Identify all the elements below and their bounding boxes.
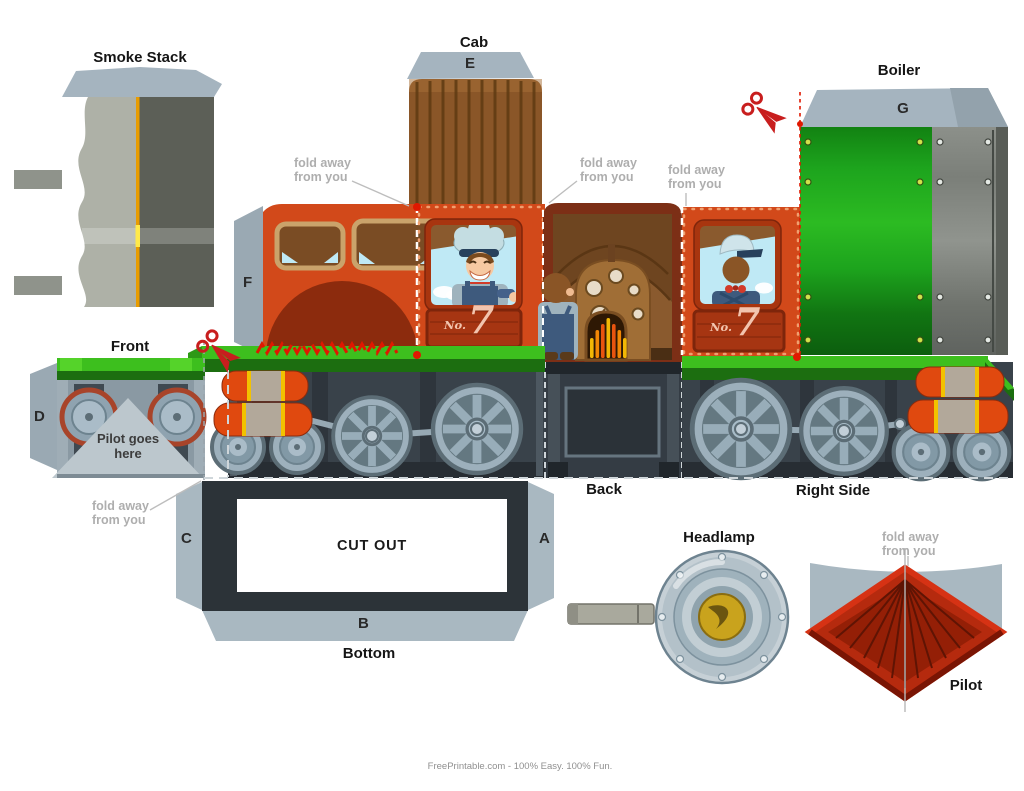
right-cab-panel xyxy=(680,206,800,356)
front-shape xyxy=(30,340,207,480)
cab-shape xyxy=(407,52,542,206)
cut-out-label: CUT OUT xyxy=(336,538,408,554)
cylinders-left xyxy=(213,370,313,437)
footer-credit: FreePrintable.com - 100% Easy. 100% Fun. xyxy=(427,761,613,772)
right-side-label: Right Side xyxy=(795,482,871,499)
fold-note-4: fold away from you xyxy=(92,499,149,527)
plate-left-prefix: No. xyxy=(444,318,466,332)
plate-left-number: 7 xyxy=(468,297,495,342)
cut-mark-dots xyxy=(413,121,803,361)
boiler-rivets xyxy=(804,138,992,344)
engineer-character xyxy=(452,219,519,308)
fold-note-2: fold away from you xyxy=(580,156,637,184)
tab-g: G xyxy=(897,100,909,117)
tab-b: B xyxy=(358,615,369,632)
boiler-label: Boiler xyxy=(877,62,921,79)
stoker-boy-character xyxy=(538,273,578,360)
plate-right-number: 7 xyxy=(734,299,761,344)
headlamp-label: Headlamp xyxy=(683,529,755,546)
fold-note-5: fold away from you xyxy=(882,530,939,558)
boiler-shape xyxy=(799,88,1008,355)
front-label: Front xyxy=(110,338,150,355)
smoke-stack-shape xyxy=(14,67,222,307)
tab-c: C xyxy=(181,530,192,547)
pilot-shape xyxy=(804,548,1008,712)
cylinders-right xyxy=(907,366,1009,434)
engineer-window-panel xyxy=(417,205,545,357)
tab-e: E xyxy=(464,55,476,72)
tab-f: F xyxy=(243,274,253,291)
pilot-label: Pilot xyxy=(949,677,983,694)
furnace xyxy=(575,244,651,362)
tab-d: D xyxy=(34,408,45,425)
cab-window-left-1 xyxy=(274,221,346,271)
fold-leader-lines xyxy=(149,180,909,566)
tab-a: A xyxy=(539,530,550,547)
smoke-stack-label: Smoke Stack xyxy=(93,49,187,66)
number-plate-right xyxy=(692,309,786,353)
scissors-icon xyxy=(739,89,789,137)
plate-right-prefix: No. xyxy=(710,320,732,334)
back-panel xyxy=(544,362,683,478)
pilot-goes-here-note: Pilot goes here xyxy=(96,431,160,462)
bottom-label: Bottom xyxy=(342,645,396,662)
back-label: Back xyxy=(586,481,622,498)
red-zigzag-cut-line xyxy=(255,340,399,357)
cab-interior-panel xyxy=(538,203,682,368)
cab-label: Cab xyxy=(459,34,489,51)
flames xyxy=(590,318,627,358)
fold-note-1: fold away from you xyxy=(294,156,351,184)
wheels-left xyxy=(210,370,521,475)
wheels-right xyxy=(692,366,1009,479)
headlamp-shape xyxy=(567,549,790,685)
fold-note-3: fold away from you xyxy=(668,163,725,191)
bottom-shape xyxy=(176,481,554,641)
cut-fold-overlay xyxy=(149,89,1012,566)
